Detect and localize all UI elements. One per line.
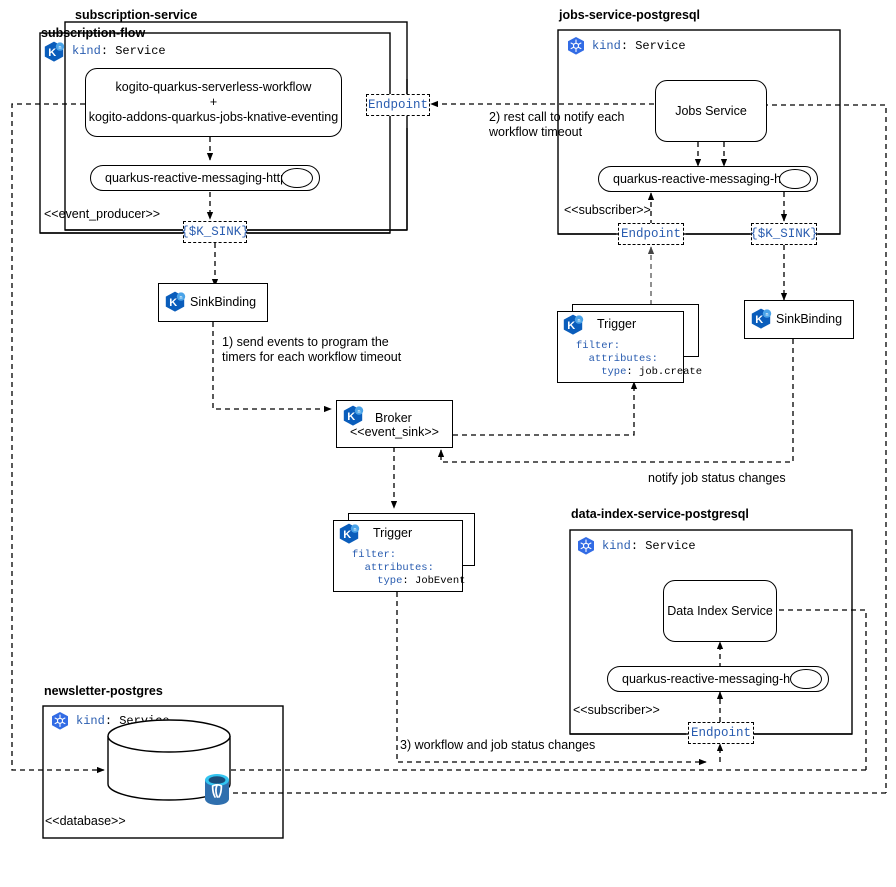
kind-key: kind	[72, 44, 101, 58]
sinkbinding-flow[interactable]	[158, 283, 268, 322]
component-workflow-addons: kogito-quarkus-serverless-workflow + kog…	[85, 68, 342, 137]
kind-value: : Service	[630, 539, 696, 553]
note-2: 2) rest call to notify each workflow tim…	[489, 110, 624, 140]
component-data-index-service: Data Index Service	[663, 580, 777, 642]
kubernetes-icon	[576, 536, 596, 556]
endpoint-label: Endpoint	[620, 227, 681, 241]
note-job-status-line1: notify job status changes	[648, 471, 786, 485]
trigger-jobevent-type-row: type: JobEvent	[352, 575, 465, 588]
endpoint-jobs-service[interactable]: Endpoint	[618, 223, 684, 245]
svg-text:n: n	[766, 312, 769, 318]
database-cylinder-icon	[104, 718, 234, 808]
svg-text:K: K	[567, 320, 575, 332]
trigger-type-value: : JobEvent	[402, 575, 466, 587]
svg-text:K: K	[347, 411, 355, 423]
kubernetes-icon	[50, 711, 70, 731]
jobs-service-label: Jobs Service	[675, 103, 747, 118]
component-messaging-dataindex: quarkus-reactive-messaging-http	[607, 666, 829, 692]
sinkbinding-jobs-label: SinkBinding	[776, 312, 843, 326]
trigger-jobcreate-label: Trigger	[597, 317, 637, 331]
note-2-line2: workflow timeout	[489, 125, 583, 139]
kind-key: kind	[76, 714, 105, 728]
messaging-jobs-label: quarkus-reactive-messaging-http	[613, 172, 796, 186]
messaging-dataindex-label: quarkus-reactive-messaging-http	[622, 672, 805, 686]
knative-icon: K n	[749, 307, 773, 331]
note-1-line1: 1) send events to program the	[222, 335, 389, 349]
stereotype-event-producer: <<event_producer>>	[44, 207, 161, 221]
svg-text:K: K	[169, 297, 177, 309]
endpoint-label: Endpoint	[367, 98, 428, 112]
trigger-jobevent-filter: filter:	[352, 549, 397, 561]
sinkbinding-flow-label: SinkBinding	[190, 295, 257, 309]
group-label-jobs-service: jobs-service-postgresql	[559, 8, 701, 22]
svg-text:n: n	[578, 318, 581, 324]
stereotype-database: <<database>>	[45, 814, 126, 828]
kind-row-subscription-flow: kind: Service	[72, 44, 166, 58]
workflow-addons-line1: kogito-quarkus-serverless-workflow	[115, 80, 312, 94]
data-index-label: Data Index Service	[667, 603, 773, 618]
svg-text:K: K	[755, 314, 763, 326]
port-circle-icon	[281, 168, 313, 188]
broker-stereotype: <<event_sink>>	[350, 425, 439, 439]
note-1-line2: timers for each workflow timeout	[222, 350, 402, 364]
knative-icon: K n	[337, 522, 361, 546]
component-jobs-service: Jobs Service	[655, 80, 767, 142]
ksink-label: {$K_SINK}	[750, 227, 818, 241]
trigger-jobevent-label: Trigger	[373, 526, 413, 540]
note-3-line1: 3) workflow and job status changes	[400, 738, 596, 752]
component-messaging-flow: quarkus-reactive-messaging-http	[90, 165, 320, 191]
workflow-addons-line3: kogito-addons-quarkus-jobs-knative-event…	[88, 110, 339, 124]
kind-key: kind	[592, 39, 621, 53]
workflow-addons-line2: +	[209, 95, 218, 109]
trigger-jobevent-attributes: attributes:	[352, 562, 434, 574]
group-label-newsletter-postgres: newsletter-postgres	[44, 684, 163, 698]
note-2-line1: 2) rest call to notify each	[489, 110, 625, 124]
trigger-jobcreate-filter: filter:	[576, 340, 621, 352]
postgres-icon	[203, 772, 231, 806]
knative-icon: K n	[561, 313, 585, 337]
port-circle-icon	[779, 169, 811, 189]
port-circle-icon	[790, 669, 822, 689]
messaging-flow-label: quarkus-reactive-messaging-http	[105, 171, 288, 185]
trigger-type-key: type	[352, 575, 403, 587]
group-label-subscription-flow: subscription-flow	[41, 26, 146, 40]
knative-icon: K n	[341, 404, 365, 428]
broker-label: Broker	[375, 411, 412, 425]
stereotype-subscriber-jobs: <<subscriber>>	[564, 203, 651, 217]
svg-text:K: K	[48, 47, 56, 59]
group-label-data-index-service: data-index-service-postgresql	[571, 507, 749, 521]
kind-row-data-index-service: kind: Service	[602, 539, 696, 553]
kubernetes-icon	[566, 36, 586, 56]
note-3: 3) workflow and job status changes	[400, 738, 595, 753]
kind-key: kind	[602, 539, 631, 553]
trigger-type-key: type	[576, 366, 627, 378]
svg-text:K: K	[343, 529, 351, 541]
group-label-subscription-service: subscription-service	[75, 8, 198, 22]
ksink-label: {$K_SINK}	[181, 225, 249, 239]
note-job-status: notify job status changes	[648, 471, 786, 486]
component-messaging-jobs: quarkus-reactive-messaging-http	[598, 166, 818, 192]
kind-row-jobs-service: kind: Service	[592, 39, 686, 53]
svg-text:n: n	[354, 527, 357, 533]
ksink-subscription-flow[interactable]: {$K_SINK}	[181, 221, 249, 243]
note-1: 1) send events to program the timers for…	[222, 335, 401, 365]
kind-value: : Service	[100, 44, 166, 58]
knative-icon: K n	[42, 40, 66, 64]
svg-text:n: n	[180, 295, 183, 301]
endpoint-subscription-flow[interactable]: Endpoint	[366, 94, 430, 116]
trigger-type-value: : job.create	[626, 366, 703, 378]
trigger-jobcreate-attributes: attributes:	[576, 353, 658, 365]
svg-text:n: n	[59, 45, 62, 51]
knative-icon: K n	[163, 290, 187, 314]
kind-value: : Service	[620, 39, 686, 53]
trigger-jobcreate-type-row: type: job.create	[576, 366, 702, 379]
endpoint-data-index-service[interactable]: Endpoint	[688, 722, 754, 744]
stereotype-subscriber-dataindex: <<subscriber>>	[573, 703, 660, 717]
ksink-jobs-service[interactable]: {$K_SINK}	[750, 223, 818, 245]
endpoint-label: Endpoint	[690, 726, 751, 740]
svg-text:n: n	[358, 409, 361, 415]
